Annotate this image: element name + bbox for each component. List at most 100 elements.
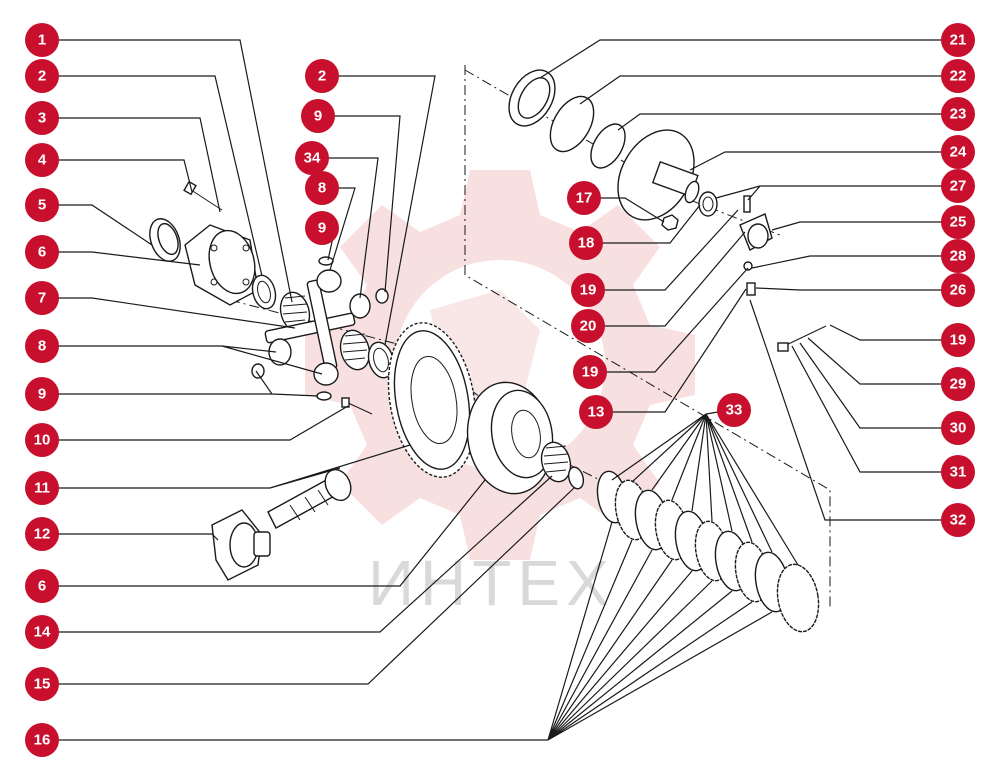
callout-badge: 26: [941, 273, 975, 307]
callout-badge: 23: [941, 97, 975, 131]
svg-text:1: 1: [38, 32, 46, 49]
svg-text:9: 9: [38, 386, 46, 403]
callout-badge: 19: [573, 355, 607, 389]
callout-badge: 33: [717, 393, 751, 427]
svg-text:4: 4: [38, 152, 47, 169]
differential-parts-left: [149, 180, 395, 581]
svg-text:2: 2: [318, 68, 326, 85]
ring-gear-part: [387, 322, 477, 478]
callout-badge: 28: [941, 239, 975, 273]
bolt-part: [183, 180, 223, 211]
svg-text:2: 2: [38, 68, 46, 85]
svg-text:3: 3: [38, 110, 46, 127]
callout-badge: 21: [941, 23, 975, 57]
svg-text:16: 16: [34, 732, 51, 749]
svg-text:9: 9: [318, 220, 326, 237]
ring-gear-assembly: [387, 322, 585, 495]
small-washer-part: [251, 363, 265, 379]
clutch-carrier-part: [466, 381, 554, 495]
callout-badge: 2: [305, 59, 339, 93]
callout-badge: 4: [25, 143, 59, 177]
svg-text:29: 29: [950, 376, 967, 393]
callout-badge: 5: [25, 188, 59, 222]
callout-badge: 22: [941, 59, 975, 93]
callout-badge: 2: [25, 59, 59, 93]
svg-text:34: 34: [304, 150, 321, 167]
clutch-disc-stack: [596, 470, 820, 633]
callout-badge: 14: [25, 615, 59, 649]
callout-badge: 34: [295, 141, 329, 175]
svg-text:30: 30: [950, 420, 967, 437]
flange-hub-part: [617, 129, 700, 221]
callout-badge: 31: [941, 455, 975, 489]
watermark-text: ИНТЕХ: [368, 547, 615, 619]
svg-text:20: 20: [580, 318, 597, 335]
differential-housing-part: [184, 224, 259, 306]
svg-text:5: 5: [38, 197, 46, 214]
callout-badges: 1 2 3 4 5 6 7 8 9 10 11 12 6 14 15 16 2 …: [25, 23, 975, 757]
clutch-disc-part: [596, 470, 820, 633]
callout-badge: 7: [25, 281, 59, 315]
svg-text:14: 14: [34, 624, 51, 641]
svg-text:7: 7: [38, 290, 46, 307]
svg-text:22: 22: [950, 68, 967, 85]
side-gear-right-part: [339, 329, 371, 371]
svg-text:21: 21: [950, 32, 967, 49]
callout-badge: 8: [25, 329, 59, 363]
hub-assembly-top-right: [508, 69, 827, 352]
callout-badge: 6: [25, 235, 59, 269]
callout-badge: 25: [941, 205, 975, 239]
callout-badge: 27: [941, 169, 975, 203]
svg-text:23: 23: [950, 106, 967, 123]
svg-text:26: 26: [950, 282, 967, 299]
callout-badge: 1: [25, 23, 59, 57]
callout-badge: 29: [941, 367, 975, 401]
svg-text:27: 27: [950, 178, 967, 195]
pinion-gear-part: [268, 269, 371, 386]
svg-text:6: 6: [38, 578, 46, 595]
callout-badge: 13: [579, 395, 613, 429]
callout-badge: 9: [305, 211, 339, 245]
svg-text:19: 19: [580, 282, 597, 299]
svg-text:19: 19: [582, 364, 599, 381]
shift-fork-part: [739, 195, 773, 251]
callout-badge: 24: [941, 135, 975, 169]
callout-badge: 3: [25, 101, 59, 135]
svg-text:11: 11: [34, 480, 50, 497]
svg-text:25: 25: [950, 214, 967, 231]
svg-text:6: 6: [38, 244, 46, 261]
svg-text:8: 8: [318, 180, 326, 197]
spider-cross-part: [264, 279, 356, 371]
svg-text:31: 31: [950, 464, 967, 481]
callout-badge: 11: [25, 471, 59, 505]
snap-ring-part: [567, 466, 585, 490]
callout-badge: 9: [25, 377, 59, 411]
spline-hub-part: [540, 441, 572, 483]
svg-text:15: 15: [34, 676, 51, 693]
callout-badge: 8: [305, 171, 339, 205]
drive-flange-part: [211, 509, 271, 581]
callout-badge: 15: [25, 667, 59, 701]
svg-text:19: 19: [950, 332, 967, 349]
svg-text:17: 17: [576, 190, 593, 207]
callout-badge: 19: [941, 323, 975, 357]
svg-text:10: 10: [34, 432, 51, 449]
callout-badge: 17: [567, 181, 601, 215]
svg-text:9: 9: [314, 108, 322, 125]
pin-part: [777, 325, 827, 352]
leader-lines: [42, 39, 958, 741]
svg-text:13: 13: [588, 404, 605, 421]
svg-text:32: 32: [950, 512, 967, 529]
callout-badge: 18: [569, 226, 603, 260]
svg-text:33: 33: [726, 402, 743, 419]
callout-badge: 12: [25, 517, 59, 551]
bearing-cup-part: [149, 218, 181, 262]
pinion-shaft-part: [267, 468, 352, 529]
callout-badge: 9: [301, 99, 335, 133]
callout-badge: 32: [941, 503, 975, 537]
callout-badge: 6: [25, 569, 59, 603]
callout-badge: 19: [571, 273, 605, 307]
callout-badge: 30: [941, 411, 975, 445]
